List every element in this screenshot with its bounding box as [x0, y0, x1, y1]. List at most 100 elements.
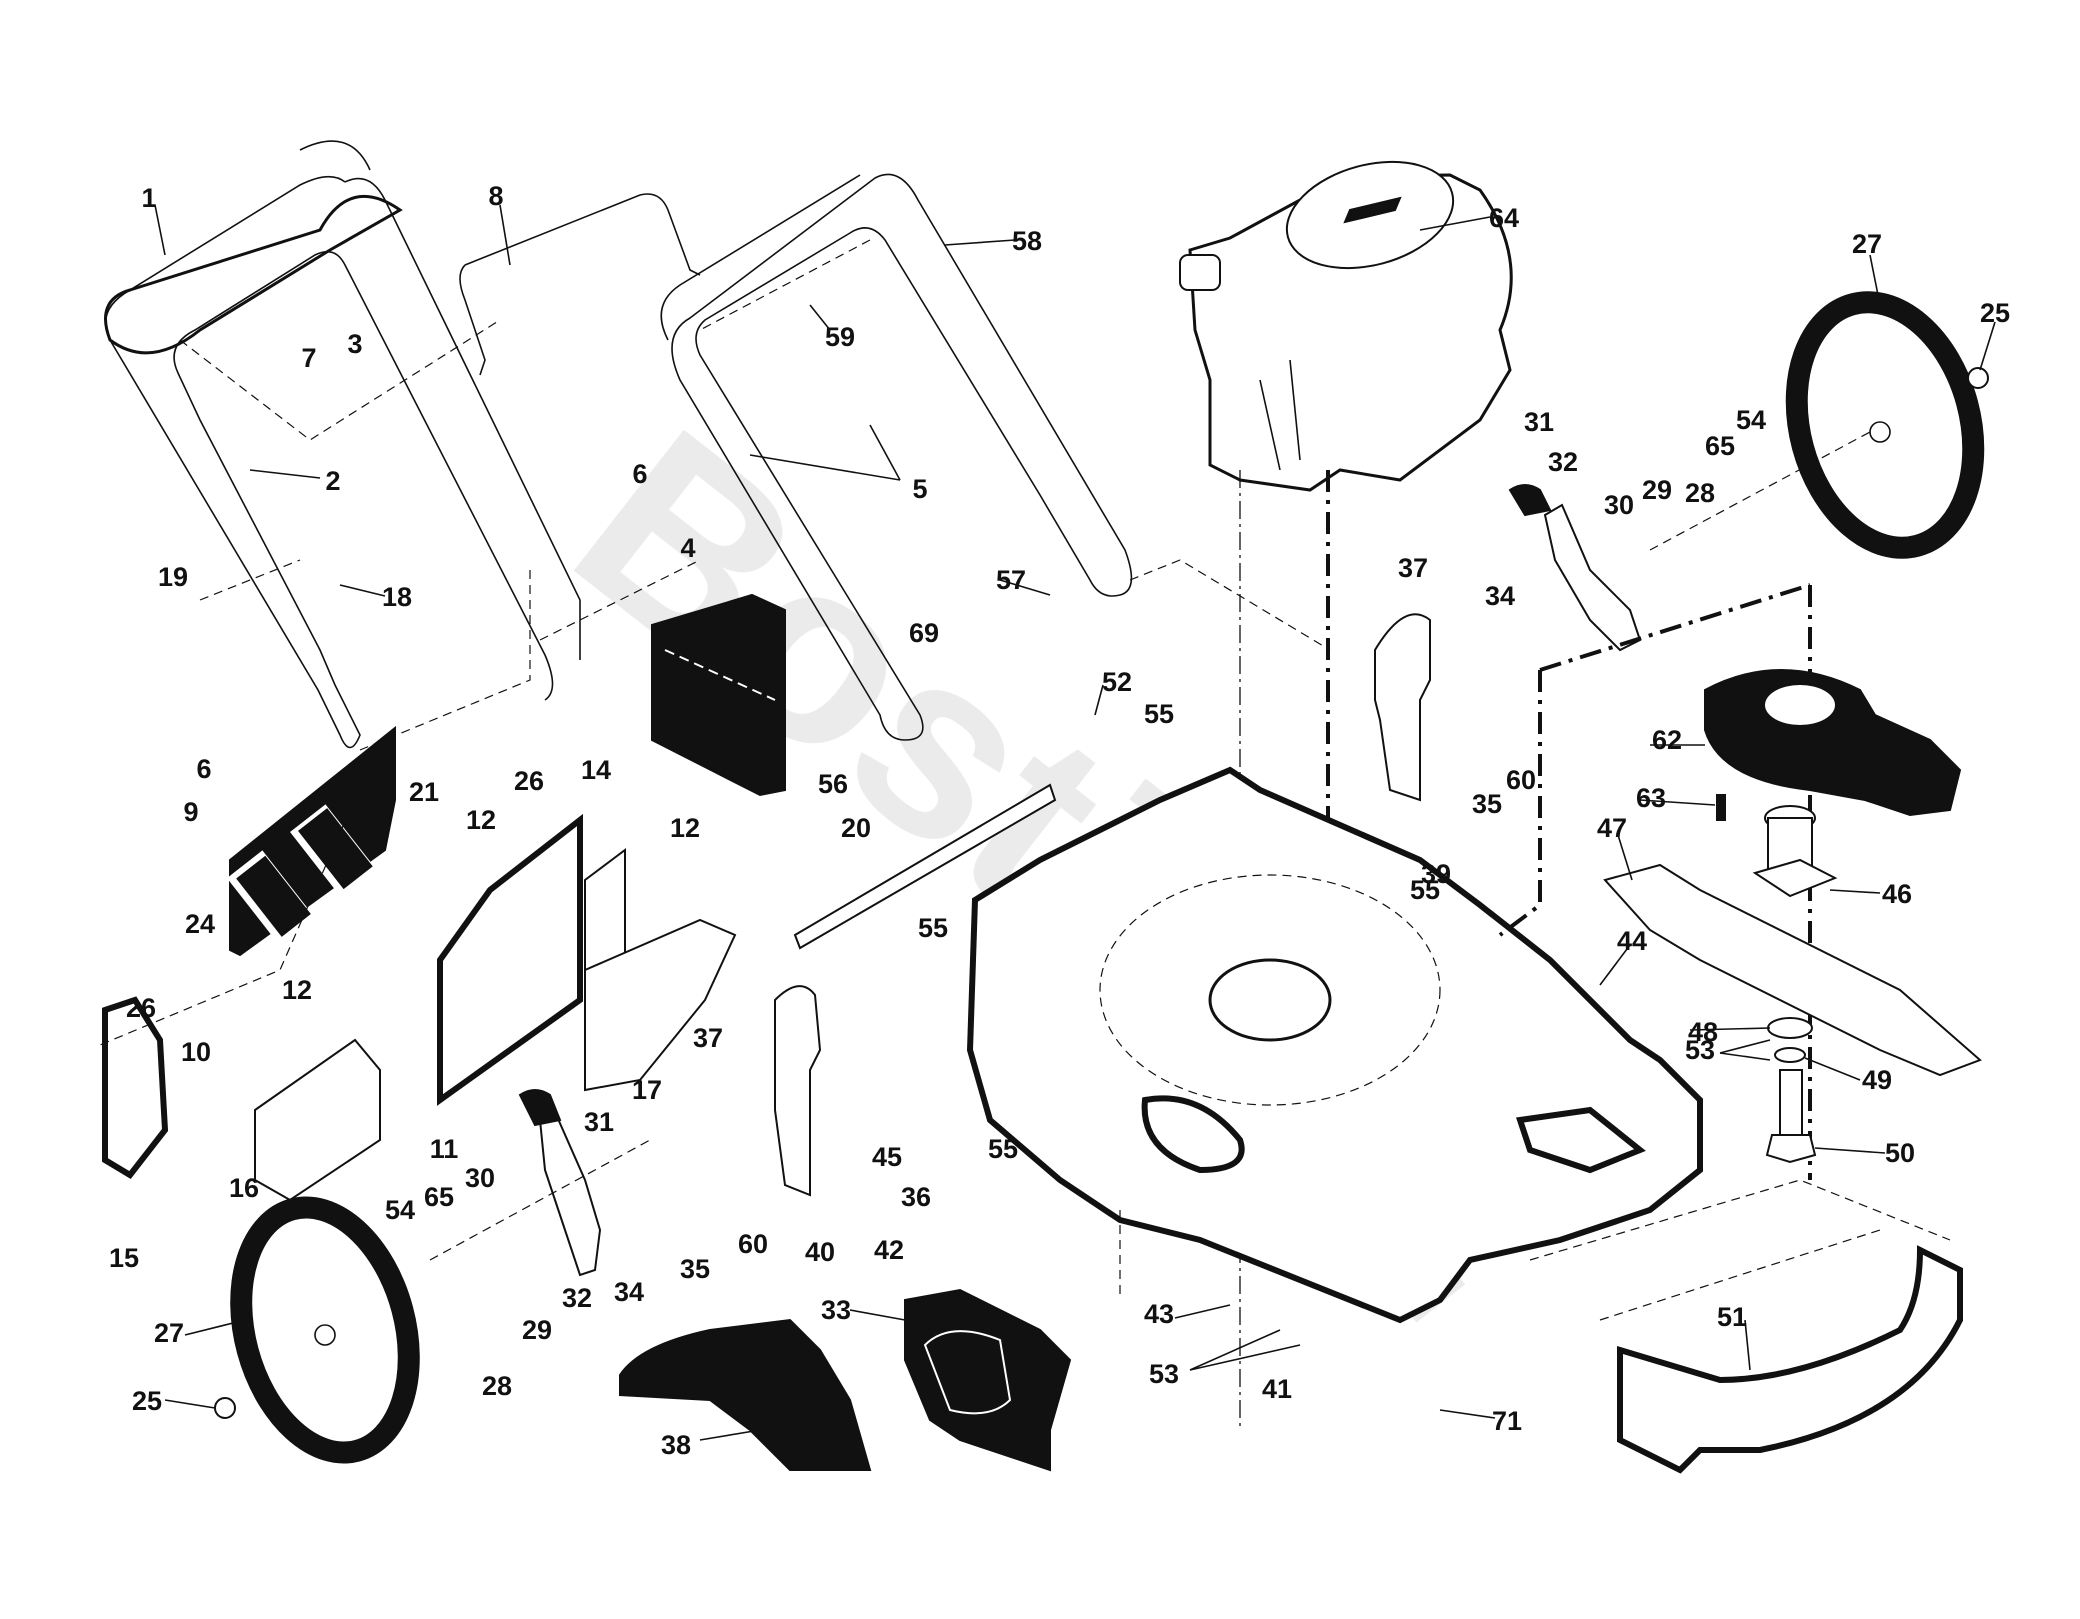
callout-33: 33	[821, 1295, 851, 1325]
callout-60: 60	[738, 1229, 768, 1259]
callout-35: 35	[680, 1254, 710, 1284]
part-washer-small	[1774, 1047, 1806, 1063]
part-height-lever-right	[1543, 503, 1642, 652]
callout-53: 53	[1149, 1359, 1179, 1389]
callout-18: 18	[382, 582, 412, 612]
callout-62: 62	[1652, 725, 1682, 755]
part-side-discharge-chute	[904, 1288, 1072, 1472]
callout-32: 32	[562, 1283, 592, 1313]
part-blade	[1603, 863, 1982, 1077]
part-mulch-plug	[619, 1318, 872, 1471]
part-rear-baffle-bracket	[254, 813, 737, 1202]
callout-55: 55	[988, 1134, 1018, 1164]
callout-9: 9	[183, 797, 198, 827]
callout-1: 1	[141, 183, 156, 213]
callout-57: 57	[996, 565, 1026, 595]
callout-55: 55	[1144, 699, 1174, 729]
callout-38: 38	[661, 1430, 691, 1460]
part-height-bracket-mid	[774, 985, 822, 1197]
part-wheel-right	[1785, 291, 1985, 559]
part-belt-guard	[1704, 669, 1962, 817]
callout-30: 30	[1604, 490, 1634, 520]
callout-6: 6	[196, 754, 211, 784]
part-rear-skirt	[1617, 1245, 1963, 1474]
callout-35: 35	[1472, 789, 1502, 819]
callout-47: 47	[1597, 813, 1627, 843]
part-blade-bolt	[1765, 1069, 1817, 1164]
callout-56: 56	[818, 769, 848, 799]
callout-12: 12	[466, 805, 496, 835]
callout-2: 2	[325, 466, 340, 496]
leader-lines	[154, 204, 1996, 1441]
callout-25: 25	[1980, 298, 2010, 328]
part-engine	[1179, 160, 1513, 492]
part-wheel-nut-right	[1967, 367, 1989, 389]
callout-44: 44	[1617, 926, 1647, 956]
callout-29: 29	[1642, 475, 1672, 505]
callout-53: 53	[1685, 1035, 1715, 1065]
callout-6: 6	[632, 459, 647, 489]
callout-29: 29	[522, 1315, 552, 1345]
callout-24: 24	[185, 909, 215, 939]
callout-54: 54	[1736, 405, 1766, 435]
callout-45: 45	[872, 1142, 902, 1172]
callout-52: 52	[1102, 667, 1132, 697]
callout-20: 20	[841, 813, 871, 843]
part-grass-bag-insert	[651, 593, 786, 797]
callout-14: 14	[581, 755, 611, 785]
callout-48: 48	[1688, 1017, 1718, 1047]
callout-36: 36	[901, 1182, 931, 1212]
callout-30: 30	[465, 1163, 495, 1193]
callout-34: 34	[614, 1277, 644, 1307]
part-axle-bar	[793, 783, 1057, 950]
callout-69: 69	[909, 618, 939, 648]
callout-71: 71	[1492, 1406, 1522, 1436]
part-upper-handle	[660, 173, 1133, 741]
callout-12: 12	[670, 813, 700, 843]
part-wheel-left	[230, 1196, 420, 1464]
callout-50: 50	[1885, 1138, 1915, 1168]
callout-10: 10	[181, 1037, 211, 1067]
callout-31: 31	[1524, 407, 1554, 437]
callout-58: 58	[1012, 226, 1042, 256]
callout-43: 43	[1144, 1299, 1174, 1329]
part-lower-handle	[104, 140, 581, 749]
callout-60: 60	[1506, 765, 1536, 795]
callout-42: 42	[874, 1235, 904, 1265]
callout-27: 27	[1852, 229, 1882, 259]
callout-64: 64	[1489, 203, 1519, 233]
callout-28: 28	[1685, 478, 1715, 508]
callout-37: 37	[1398, 553, 1428, 583]
part-blade-adapter	[1752, 805, 1838, 898]
callout-32: 32	[1548, 447, 1578, 477]
callout-3: 3	[347, 329, 362, 359]
callout-46: 46	[1882, 879, 1912, 909]
part-guard-screw	[1716, 794, 1726, 821]
callout-40: 40	[805, 1237, 835, 1267]
callout-25: 25	[132, 1386, 162, 1416]
part-side-plate	[102, 996, 169, 1179]
part-control-bail	[459, 193, 701, 376]
callout-19: 19	[158, 562, 188, 592]
callout-17: 17	[632, 1075, 662, 1105]
part-lever-knob-right	[1508, 484, 1552, 517]
part-height-lever-mid	[538, 1110, 602, 1277]
callout-55: 55	[1410, 875, 1440, 905]
callout-54: 54	[385, 1195, 415, 1225]
callout-28: 28	[482, 1371, 512, 1401]
callout-65: 65	[424, 1182, 454, 1212]
callout-34: 34	[1485, 581, 1515, 611]
callout-5: 5	[912, 474, 927, 504]
callout-55: 55	[918, 913, 948, 943]
callout-39: 39	[1421, 859, 1451, 889]
part-lever-knob-mid	[518, 1089, 562, 1127]
callout-7: 7	[301, 343, 316, 373]
callout-21: 21	[409, 777, 439, 807]
callout-59: 59	[825, 322, 855, 352]
callout-27: 27	[154, 1318, 184, 1348]
callout-41: 41	[1262, 1374, 1292, 1404]
callout-51: 51	[1717, 1302, 1747, 1332]
callout-12: 12	[282, 975, 312, 1005]
